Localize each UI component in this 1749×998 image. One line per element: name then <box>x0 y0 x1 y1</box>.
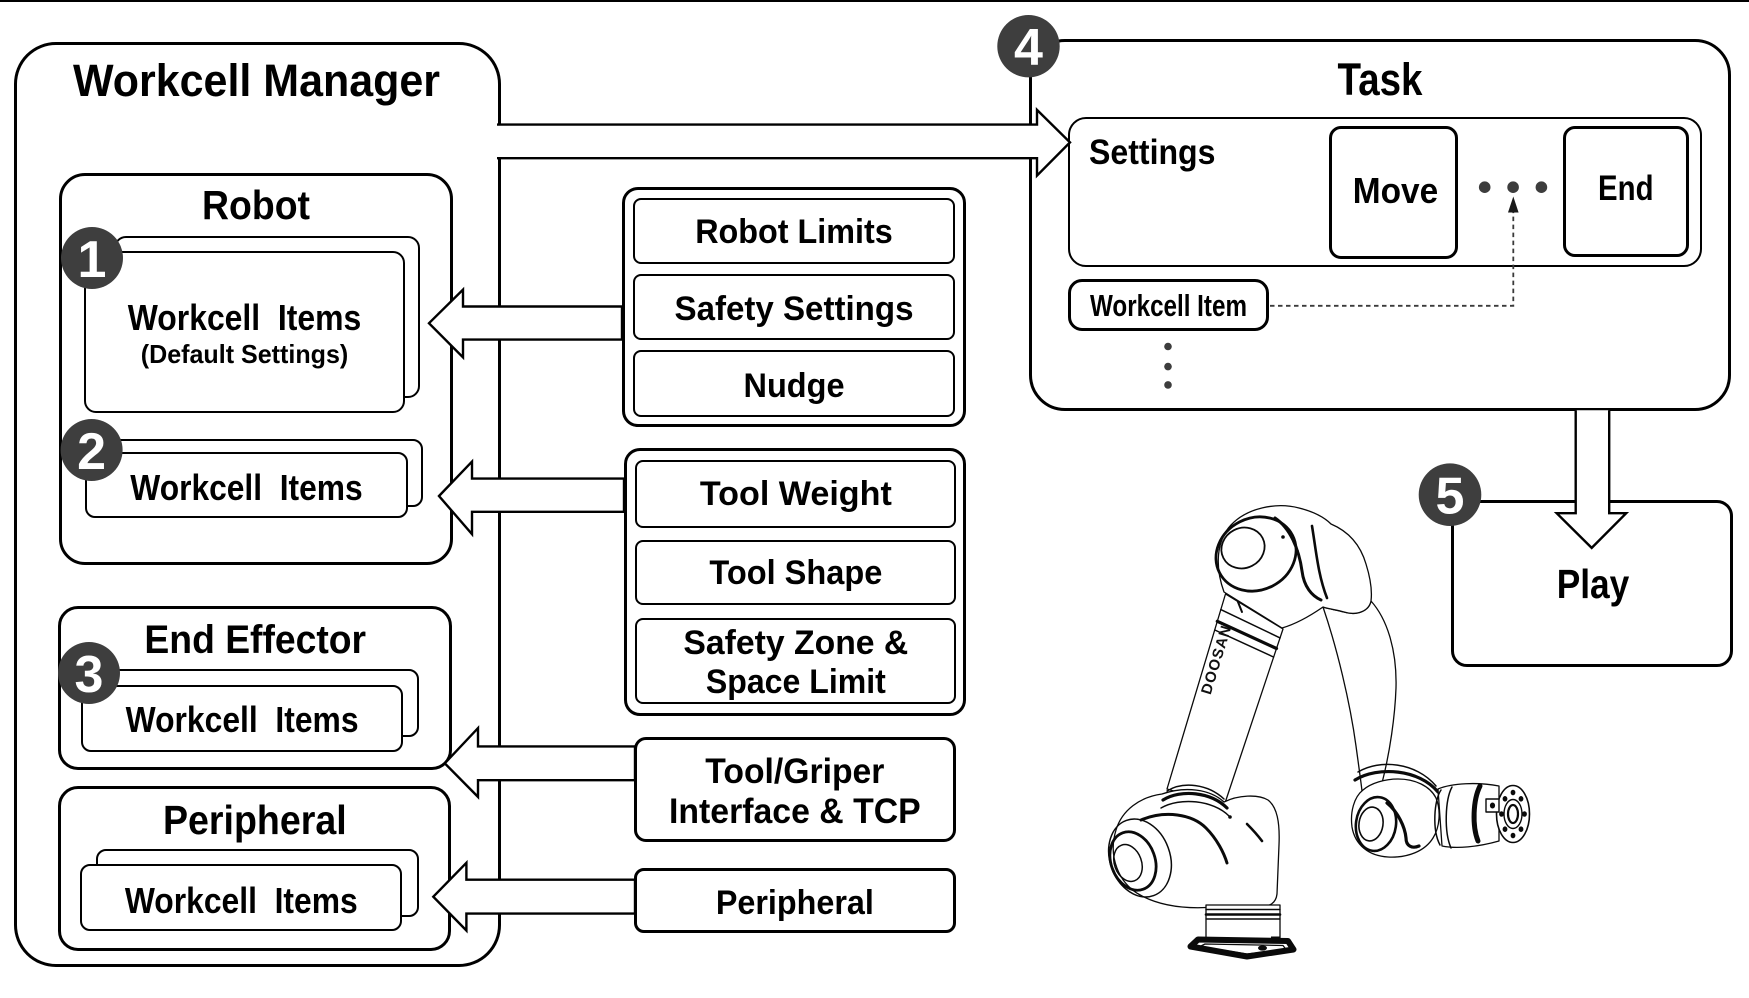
svg-text:1: 1 <box>78 231 107 289</box>
svg-text:5: 5 <box>1436 468 1465 526</box>
svg-text:3: 3 <box>75 646 104 704</box>
svg-text:4: 4 <box>1014 19 1043 77</box>
svg-text:2: 2 <box>77 423 106 481</box>
